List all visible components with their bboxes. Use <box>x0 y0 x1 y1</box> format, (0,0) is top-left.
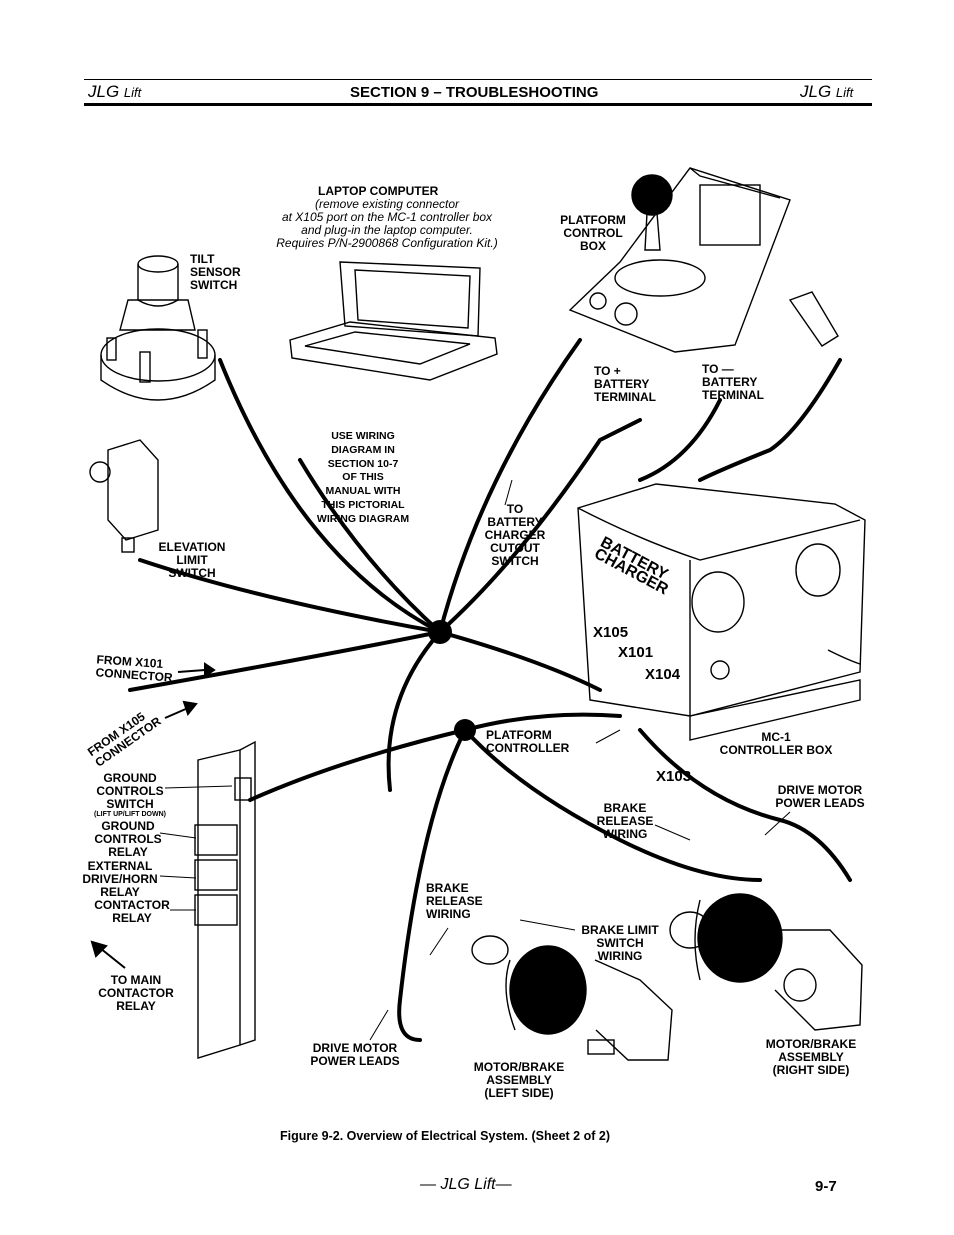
figure-caption: Figure 9-2. Overview of Electrical Syste… <box>280 1129 610 1143</box>
elevation-limit-switch-drawing <box>89 439 159 553</box>
laptop-note: (remove existing connector at X105 port … <box>276 197 498 250</box>
x101-label: X101 <box>618 644 654 661</box>
section-title: SECTION 9 – TROUBLESHOOTING <box>350 84 599 101</box>
wiring-harness <box>128 338 852 1042</box>
laptop-title: LAPTOP COMPUTER <box>318 184 439 198</box>
x104-label: X104 <box>645 666 681 683</box>
harness-junction-lower <box>454 719 476 741</box>
header-brand-left: JLG Lift <box>88 82 142 101</box>
tilt-sensor-switch-drawing <box>100 255 216 401</box>
header-brand-right: JLG Lift <box>800 82 854 101</box>
laptop-drawing <box>289 261 498 381</box>
header-rule-bottom <box>84 103 872 106</box>
footer-brand: — JLG Lift— <box>420 1176 512 1193</box>
platform-control-box-drawing <box>568 167 839 353</box>
x103-label: X103 <box>656 768 692 785</box>
header-rule-top <box>84 79 872 80</box>
mc1-controller-box-drawing <box>577 483 866 741</box>
page-number: 9-7 <box>815 1178 837 1195</box>
right-motor-brake-drawing <box>669 893 863 1031</box>
left-motor-brake-drawing <box>471 935 673 1061</box>
leader-lines <box>159 479 791 1041</box>
arrows <box>90 662 216 969</box>
ground-controls-bracket-drawing <box>194 740 256 1059</box>
x105-label: X105 <box>593 624 629 641</box>
harness-junction-upper <box>428 620 452 644</box>
